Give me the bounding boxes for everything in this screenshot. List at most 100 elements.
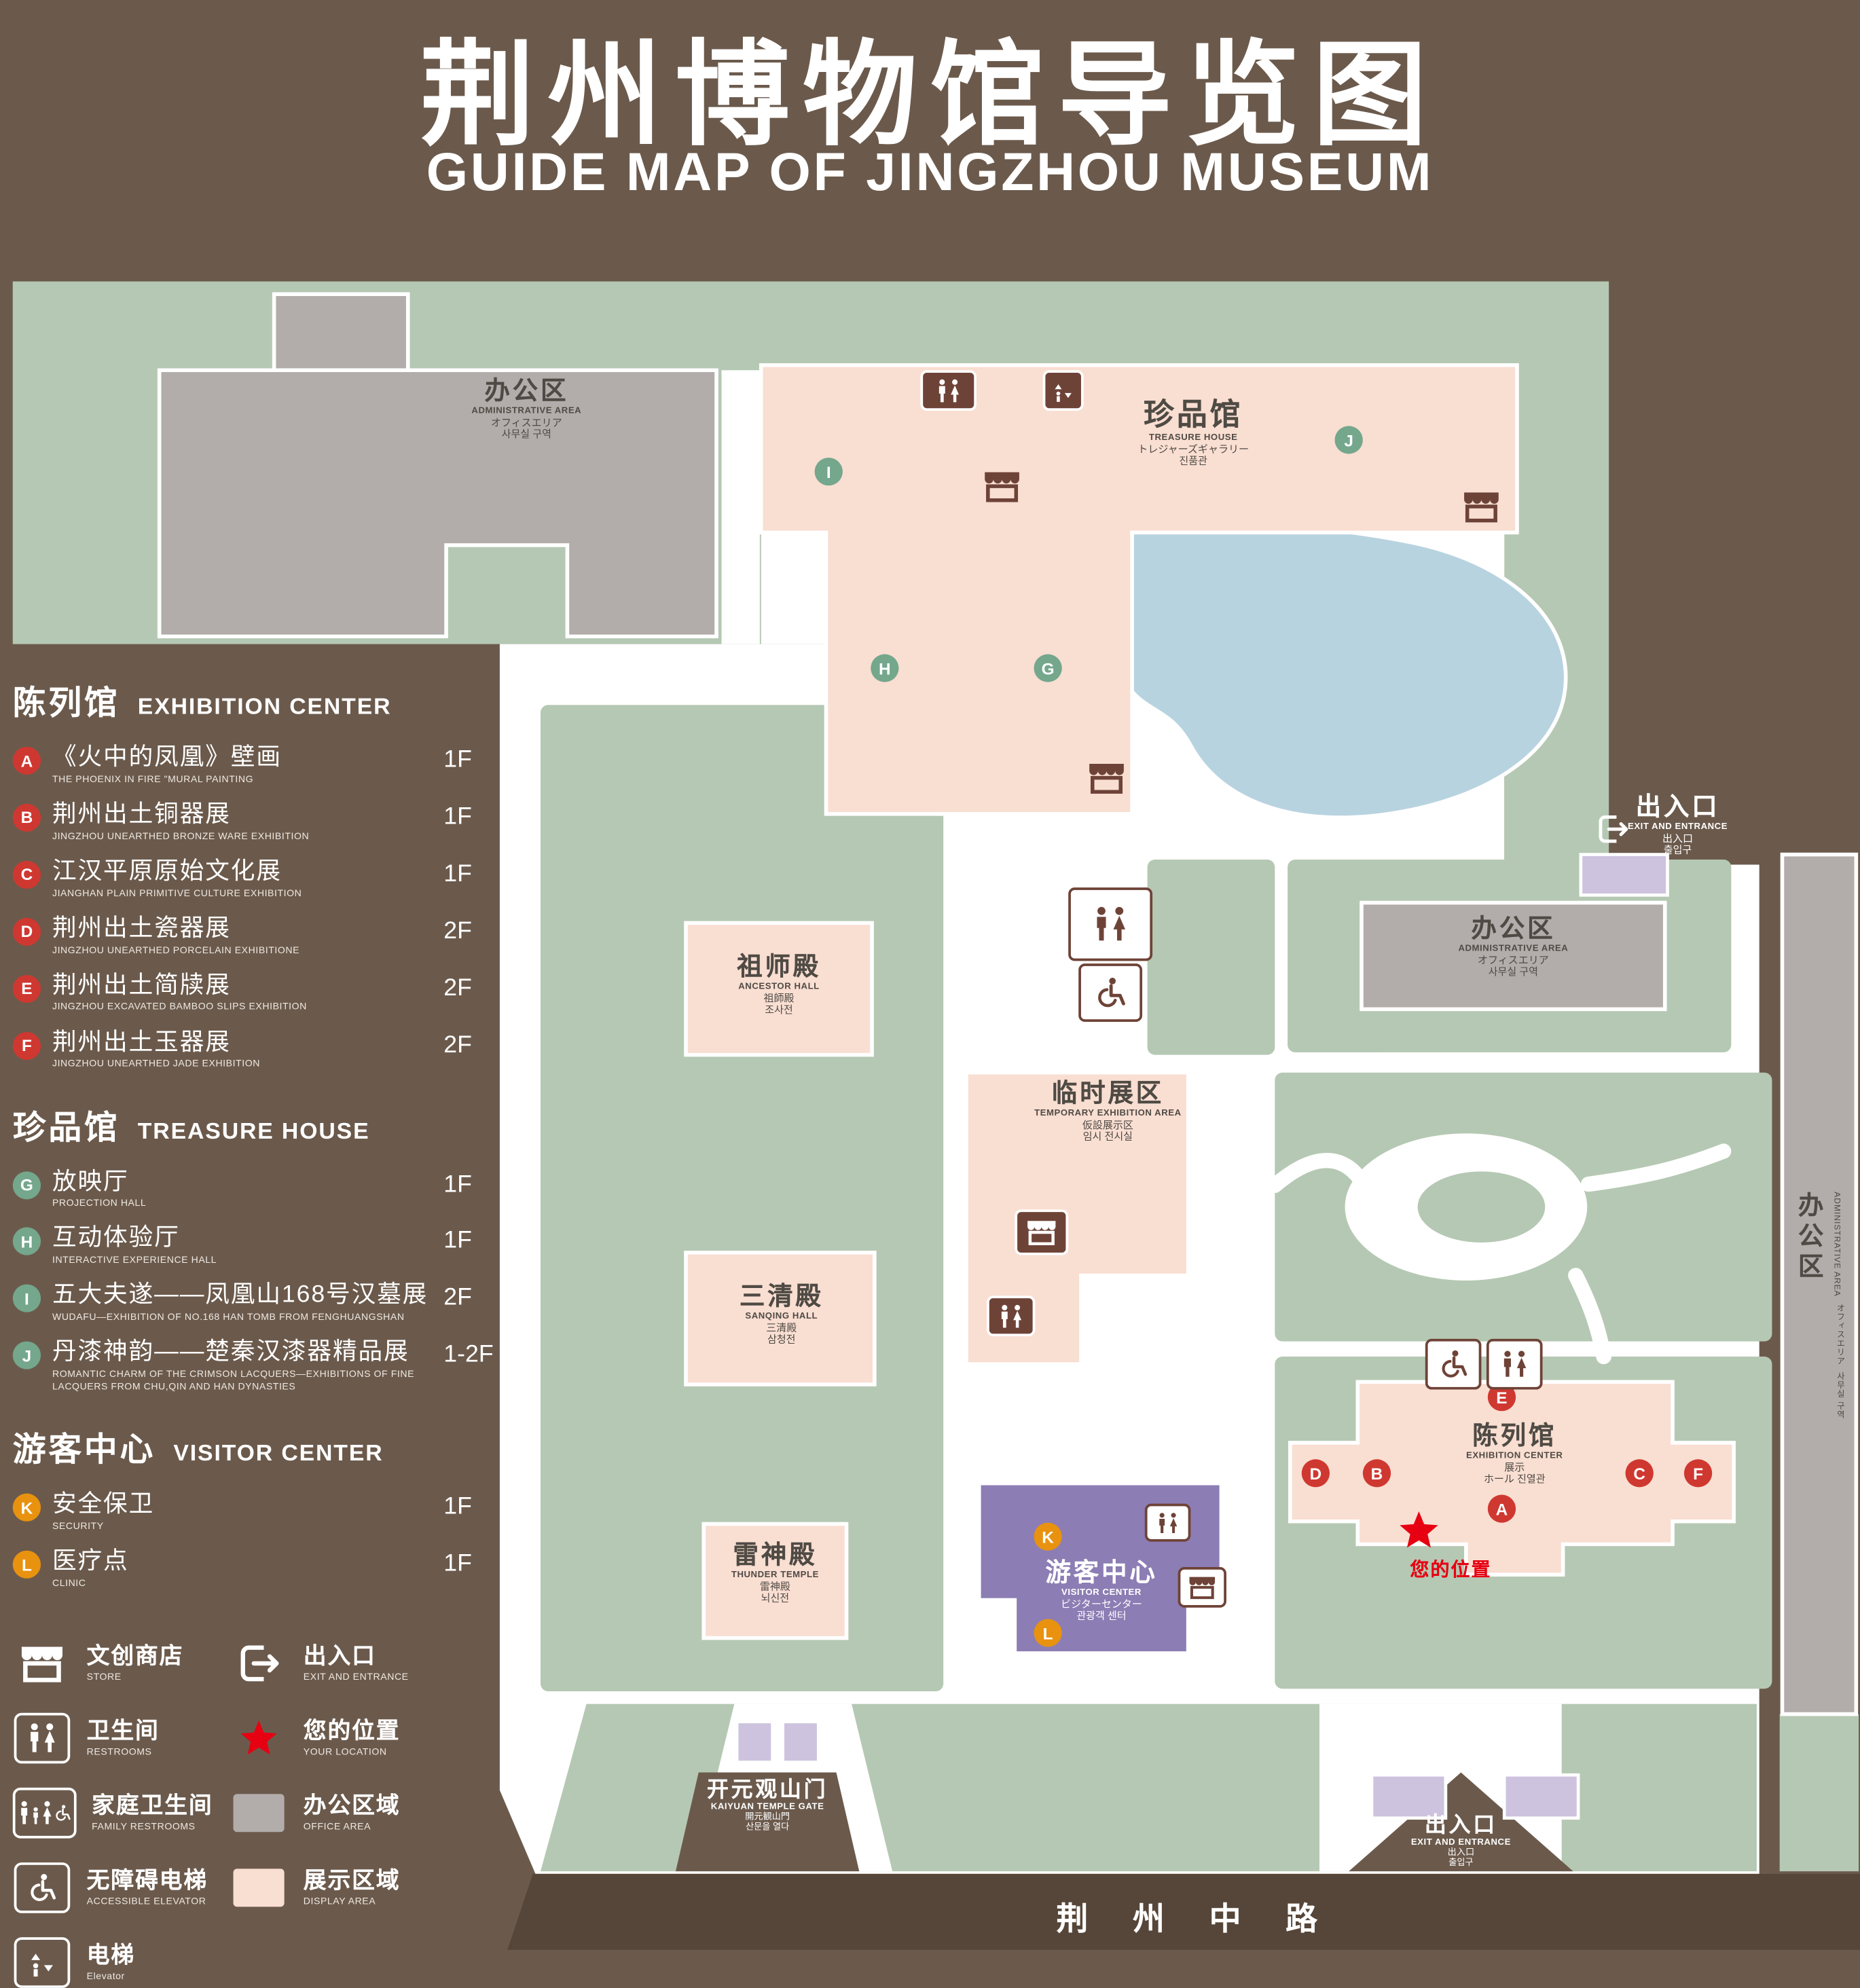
legend-family-restroom: 家庭卫生间 FAMILY RESTROOMS — [12, 1775, 230, 1850]
exit-icon — [1594, 811, 1632, 847]
label-admin-northwest: 办公区 ADMINISTRATIVE AREA オフィスエリア 사무실 구역 — [471, 378, 582, 441]
badge-i: I — [12, 1285, 41, 1313]
legend-section-visitor-center: 游客中心 VISITOR CENTER — [12, 1430, 384, 1469]
legend-exit: 出入口 EXIT AND ENTRANCE — [230, 1625, 484, 1700]
label-thunder-temple: 雷神殿 THUNDER TEMPLE 雷神殿 뇌신전 — [731, 1541, 819, 1604]
legend-item-a: A 《火中的凤凰》壁画 THE PHOENIX IN FIRE "MURAL P… — [12, 744, 500, 786]
floor-label: 1-2F — [443, 1342, 494, 1369]
map-badge-h: H — [871, 654, 899, 682]
legend-section-exhibition-center: 陈列馆 EXHIBITION CENTER — [13, 677, 500, 724]
legend-item-j: J 丹漆神韵——楚秦汉漆器精品展 ROMANTIC CHARM OF THE C… — [12, 1339, 500, 1393]
badge-g: G — [12, 1171, 41, 1199]
badge-e: E — [12, 974, 41, 1003]
map-badge-b: B — [1362, 1459, 1391, 1488]
sanqing-hall-building — [684, 1251, 877, 1386]
section-title-en: EXHIBITION CENTER — [137, 693, 392, 719]
accessible-elevator-icon — [1425, 1338, 1482, 1390]
page-subtitle: GUIDE MAP OF JINGZHOU MUSEUM — [426, 142, 1434, 202]
label-visitor-center: 游客中心 VISITOR CENTER ビジターセンター 관광객 센터 — [1045, 1559, 1158, 1622]
label-exit-south: 出入口 EXIT AND ENTRANCE 出入口 출입구 — [1410, 1813, 1511, 1867]
office-area-swatch — [230, 1793, 288, 1832]
restroom-icon — [920, 370, 977, 411]
legend-item-g: G 放映厅 PROJECTION HALL 1F — [12, 1168, 500, 1210]
legend-section-treasure-house: 珍品馆 TREASURE HOUSE — [12, 1107, 370, 1146]
legend: 陈列馆 EXHIBITION CENTER A 《火中的凤凰》壁画 THE PH… — [12, 677, 500, 1988]
path-gap — [761, 532, 826, 644]
legend-icon-grid: 文创商店 STORE 卫生间 RESTROOMS — [12, 1625, 500, 1988]
admin-building-annex — [272, 292, 410, 373]
store-icon — [1086, 760, 1127, 794]
map-badge-d: D — [1301, 1459, 1330, 1488]
store-icon — [13, 1642, 71, 1683]
entrance-block — [1370, 1773, 1448, 1820]
admin-building-northwest — [157, 368, 718, 639]
legend-your-location: 您的位置 YOUR LOCATION — [230, 1700, 484, 1775]
entrance-block — [1502, 1773, 1580, 1820]
map-badge-f: F — [1683, 1459, 1713, 1488]
southeast-lawn — [1779, 1714, 1859, 1872]
label-your-location: 您的位置 — [1410, 1559, 1492, 1581]
entrance-block — [1579, 853, 1669, 897]
label-kaiyuan-gate: 开元观山门 KAIYUAN TEMPLE GATE 開元観山門 산문을 열다 — [706, 1777, 828, 1832]
ancestor-hall-building — [684, 921, 874, 1057]
restroom-icon — [1068, 887, 1153, 961]
map-badge-j: J — [1334, 426, 1363, 454]
garden-island — [1417, 1171, 1546, 1242]
badge-l: L — [12, 1551, 41, 1579]
legend-display-area: 展示区域 DISPLAY AREA — [230, 1850, 484, 1925]
elevator-icon — [13, 1936, 71, 1988]
your-location-star-icon — [1398, 1509, 1441, 1551]
entrance-label-wedge — [1349, 1772, 1573, 1872]
legend-item-l: L 医疗点 CLINIC 1F — [12, 1548, 500, 1589]
store-icon — [1461, 490, 1501, 523]
legend-item-h: H 互动体验厅 INTERACTIVE EXPERIENCE HALL 1F — [12, 1226, 500, 1267]
admin-building-east-strip — [1780, 852, 1859, 1716]
map-badge-c: C — [1625, 1459, 1654, 1488]
admin-building-mid — [1360, 900, 1667, 1012]
legend-restroom: 卫生间 RESTROOMS — [13, 1700, 230, 1775]
temporary-exhibition-building — [964, 1070, 1190, 1367]
badge-j: J — [12, 1342, 41, 1370]
floor-label: 1F — [443, 860, 472, 887]
label-admin-mid: 办公区 ADMINISTRATIVE AREA オフィスエリア 사무실 구역 — [1458, 915, 1569, 978]
label-treasure-house: 珍品馆 TREASURE HOUSE トレジャーズギャラリー 진품관 — [1137, 398, 1250, 466]
treasure-house-building — [759, 363, 1519, 816]
store-icon — [1178, 1566, 1226, 1608]
legend-item-b: B 荆州出土铜器展 JINGZHOU UNEARTHED BRONZE WARE… — [12, 801, 500, 843]
legend-item-i: I 五大夫遂——凤凰山168号汉墓展 WUDAFU—EXHIBITION OF … — [12, 1283, 500, 1324]
floor-label: 1F — [443, 1171, 472, 1198]
store-icon — [982, 469, 1023, 503]
restroom-icon — [1144, 1503, 1191, 1542]
badge-k: K — [12, 1494, 41, 1522]
gate-block — [781, 1720, 820, 1764]
restroom-icon — [13, 1712, 71, 1763]
badge-f: F — [12, 1031, 41, 1060]
legend-item-f: F 荆州出土玉器展 JINGZHOU UNEARTHED JADE EXHIBI… — [12, 1029, 500, 1071]
garden-walk — [1580, 1143, 1732, 1192]
restroom-icon — [1486, 1338, 1543, 1390]
store-icon — [1015, 1209, 1069, 1255]
floor-label: 1F — [443, 1228, 472, 1255]
legend-item-c: C 江汉平原原始文化展 JIANGHAN PLAIN PRIMITIVE CUL… — [12, 858, 500, 900]
exhibition-center-building — [1288, 1380, 1736, 1577]
elevator-icon — [1042, 370, 1084, 411]
map-badge-k: K — [1034, 1522, 1062, 1551]
exit-icon — [230, 1642, 288, 1685]
legend-item-d: D 荆州出土瓷器展 JINGZHOU UNEARTHED PORCELAIN E… — [12, 915, 500, 957]
map-badge-a: A — [1487, 1494, 1516, 1523]
legend-elevator: 电梯 Elevator — [13, 1925, 230, 1988]
floor-label: 1F — [443, 746, 472, 774]
road — [507, 1873, 1860, 1950]
thunder-temple-building — [701, 1522, 849, 1640]
label-temporary-exhibition: 临时展区 TEMPORARY EXHIBITION AREA 仮設展示区 임시 … — [1034, 1080, 1182, 1143]
label-admin-east: 办公区 ADMINISTRATIVE AREA オフィスエリア 사무실 구역 — [1793, 1192, 1844, 1419]
accessible-elevator-icon — [13, 1862, 71, 1913]
display-area-swatch — [230, 1868, 288, 1907]
legend-accessible-elevator: 无障碍电梯 ACCESSIBLE ELEVATOR — [13, 1850, 230, 1925]
floor-label: 2F — [443, 1285, 472, 1312]
legend-store: 文创商店 STORE — [13, 1625, 230, 1700]
map-badge-l: L — [1034, 1619, 1062, 1647]
map-badge-i: I — [814, 458, 843, 486]
label-exit-northeast: 出入口 EXIT AND ENTRANCE 出入口 출입구 — [1627, 793, 1728, 856]
legend-item-e: E 荆州出土简牍展 JINGZHOU EXCAVATED BAMBOO SLIP… — [12, 972, 500, 1014]
